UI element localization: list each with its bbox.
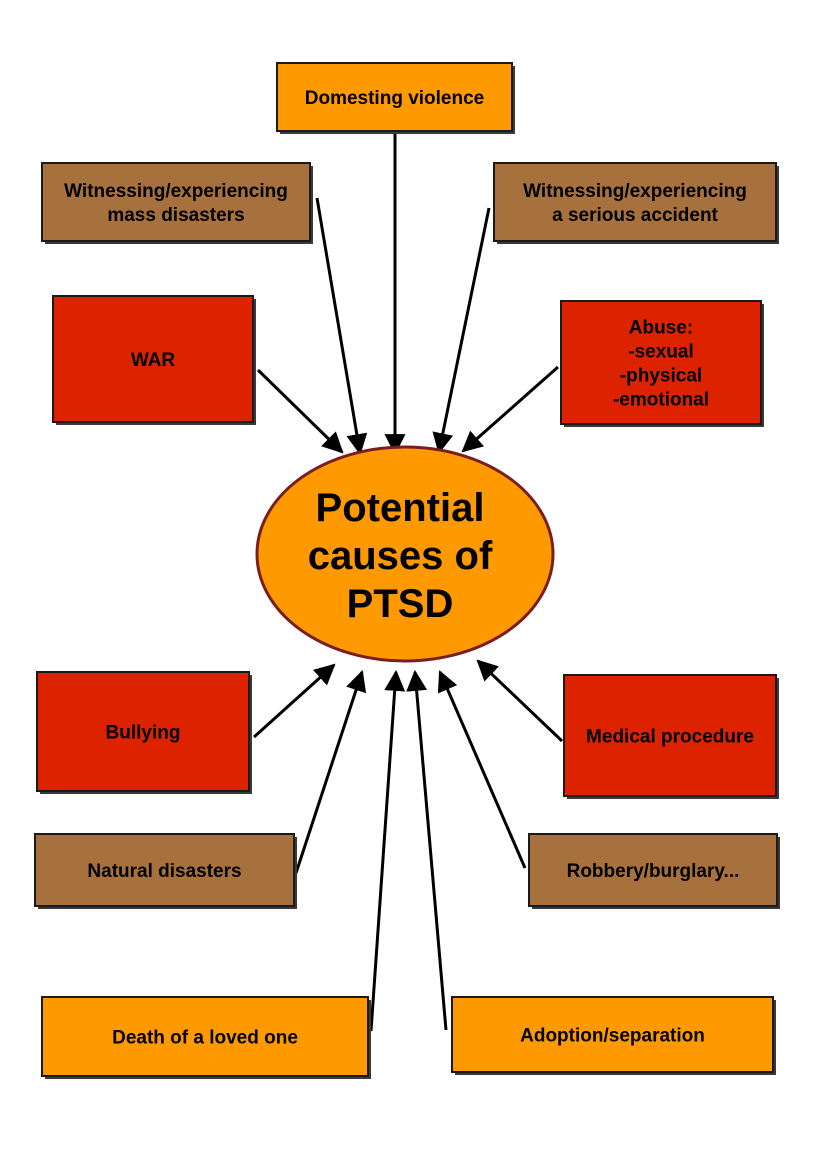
center-title-line: PTSD [347,582,454,626]
arrow-bullying [252,663,336,739]
box-rect [41,996,369,1077]
arrow-serious-accident [432,207,491,455]
box-rect [451,996,774,1073]
cause-label-line: -physical [620,366,702,387]
cause-label-line: mass disasters [107,205,244,226]
box-rect [493,162,777,242]
box-rect [560,300,762,425]
cause-box-abuse: Abuse: -sexual -physical -emotional [560,300,764,427]
box-rect [528,833,778,907]
cause-boxes: Domesting violenceWitnessing/experiencin… [34,62,780,1079]
cause-label-line: Abuse: [629,318,693,339]
cause-box-robbery-burglary: Robbery/burglary... [528,833,780,909]
cause-box-medical-procedure: Medical procedure [563,674,779,799]
cause-box-adoption-separation: Adoption/separation [451,996,776,1075]
arrow-adoption-separation [406,669,448,1031]
cause-label-line: Bullying [106,723,181,744]
cause-label-line: Death of a loved one [112,1028,298,1049]
box-rect [41,162,311,242]
cause-label-line: a serious accident [552,205,718,226]
cause-box-mass-disasters: Witnessing/experiencing mass disasters [41,162,313,244]
cause-label-line: WAR [131,350,176,371]
cause-label-line: Witnessing/experiencing [523,181,747,202]
arrow-natural-disasters [294,670,367,874]
cause-label-line: Robbery/burglary... [567,861,740,882]
box-rect [34,833,295,907]
box-rect [276,62,513,132]
cause-label-line: Natural disasters [87,861,241,882]
arrow-war [256,368,344,454]
box-rect [52,295,254,423]
cause-label-line: Medical procedure [586,727,754,748]
arrow-death-of-loved-one [369,669,406,1032]
center-ellipse [255,445,555,663]
cause-label-line: Adoption/separation [520,1026,705,1047]
arrow-mass-disasters [315,197,368,456]
center-title-line: causes of [308,534,493,578]
arrow-robbery-burglary [437,670,527,869]
cause-box-serious-accident: Witnessing/experiencing a serious acciden… [493,162,779,244]
cause-box-death-of-loved-one: Death of a loved one [41,996,371,1079]
cause-label-line: Witnessing/experiencing [64,181,288,202]
box-rect [563,674,777,797]
box-rect [36,671,250,792]
cause-label-line: -sexual [628,342,693,363]
cause-box-domesting-violence: Domesting violence [276,62,515,134]
cause-label-line: Domesting violence [305,88,485,109]
cause-box-natural-disasters: Natural disasters [34,833,297,909]
arrows [252,133,564,1032]
center-title-line: Potential [316,486,485,530]
cause-box-bullying: Bullying [36,671,252,794]
cause-label-line: -emotional [613,390,709,411]
arrow-medical-procedure [476,659,564,743]
cause-box-war: WAR [52,295,256,425]
arrow-abuse [461,365,559,453]
